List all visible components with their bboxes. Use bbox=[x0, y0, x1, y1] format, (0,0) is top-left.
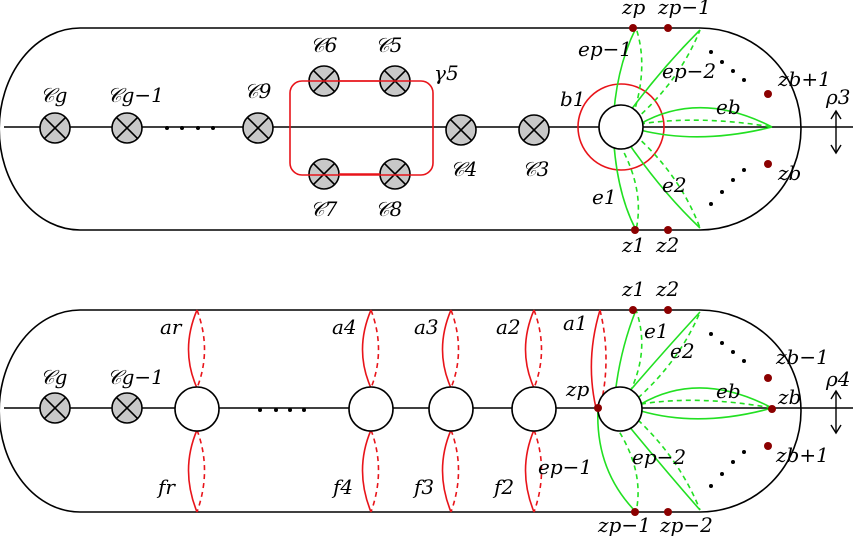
top-label-ep1: ep−1 bbox=[578, 37, 632, 61]
b1-curve bbox=[577, 83, 665, 171]
bottom-label-cg1: 𝒞g−1 bbox=[107, 365, 164, 389]
bottom-red-curves bbox=[187, 309, 607, 513]
top-label-c8: 𝒞8 bbox=[375, 197, 402, 221]
bottom-label-zbp1: zb+1 bbox=[775, 443, 829, 467]
top-label-c5: 𝒞5 bbox=[375, 33, 402, 57]
top-label-zp: zp bbox=[621, 0, 646, 19]
bottom-rho-arrow bbox=[830, 389, 842, 435]
top-label-zp1: zp−1 bbox=[657, 0, 711, 19]
bottom-hole-2 bbox=[511, 386, 557, 432]
bottom-label-ep2: ep−2 bbox=[632, 445, 686, 469]
top-label-c4: 𝒞4 bbox=[450, 157, 477, 181]
bottom-label-zp2: zp−2 bbox=[659, 513, 713, 537]
bottom-label-e1: e1 bbox=[644, 319, 669, 343]
bottom-label-zb1: zb−1 bbox=[775, 345, 829, 369]
top-ellipsis-dots bbox=[165, 126, 215, 130]
top-label-cg1: 𝒞g−1 bbox=[107, 83, 164, 107]
bottom-label-a1: a1 bbox=[563, 311, 588, 335]
top-label-e2: e2 bbox=[662, 173, 687, 197]
bottom-surface: 𝒞g 𝒞g−1 ar a4 a3 a2 a1 fr f4 f3 f2 zp e1… bbox=[0, 277, 853, 537]
gamma-curve bbox=[289, 80, 434, 176]
bottom-ellipsis-dots bbox=[258, 408, 306, 412]
bottom-label-ar: ar bbox=[160, 315, 183, 339]
bottom-hole-boundary bbox=[597, 386, 643, 432]
bottom-label-ep1: ep−1 bbox=[538, 455, 592, 479]
bottom-label-zb: zb bbox=[777, 385, 801, 409]
bottom-green-arcs bbox=[597, 309, 773, 513]
top-label-gamma: γ5 bbox=[434, 61, 459, 85]
bottom-crosscap-cg1 bbox=[111, 392, 143, 424]
bottom-label-zp: zp bbox=[565, 377, 590, 401]
bottom-marked-points bbox=[594, 306, 776, 516]
top-label-ep2: ep−2 bbox=[662, 59, 716, 83]
bottom-surface-outline bbox=[0, 309, 802, 513]
top-label-zb1: zb+1 bbox=[777, 67, 831, 91]
top-crosscap-c7 bbox=[308, 158, 340, 190]
bottom-label-a3: a3 bbox=[414, 315, 439, 339]
bottom-hole-r bbox=[174, 386, 220, 432]
bottom-label-eb: eb bbox=[716, 379, 741, 403]
top-label-c9: 𝒞9 bbox=[244, 79, 272, 103]
top-label-c7: 𝒞7 bbox=[310, 197, 338, 221]
bottom-label-fr: fr bbox=[156, 475, 176, 499]
top-crosscap-c9 bbox=[242, 112, 274, 144]
bottom-label-f2: f2 bbox=[492, 475, 514, 499]
top-right-dots bbox=[709, 50, 746, 206]
bottom-label-f3: f3 bbox=[412, 475, 434, 499]
bottom-label-z2: z2 bbox=[655, 277, 679, 301]
bottom-right-dots bbox=[709, 332, 746, 488]
top-label-b1: b1 bbox=[560, 87, 586, 111]
top-crosscap-c4 bbox=[445, 114, 477, 146]
bottom-label-e2: e2 bbox=[670, 339, 695, 363]
bottom-label-f4: f4 bbox=[331, 475, 353, 499]
top-label-z1: z1 bbox=[621, 233, 645, 257]
bottom-hole-3 bbox=[428, 386, 474, 432]
bottom-label-z1: z1 bbox=[621, 277, 645, 301]
top-crosscap-cg1 bbox=[111, 112, 143, 144]
top-label-zb: zb bbox=[777, 161, 801, 185]
top-label-c3: 𝒞3 bbox=[522, 157, 549, 181]
bottom-label-cg: 𝒞g bbox=[40, 365, 67, 389]
bottom-label-a2: a2 bbox=[496, 315, 521, 339]
top-label-c6: 𝒞6 bbox=[310, 33, 338, 57]
top-boundary-hole bbox=[598, 104, 644, 150]
bottom-label-a4: a4 bbox=[332, 315, 357, 339]
top-label-cg: 𝒞g bbox=[40, 83, 67, 107]
top-surface-outline bbox=[0, 27, 802, 231]
top-crosscap-c8 bbox=[379, 158, 411, 190]
top-surface: 𝒞g 𝒞g−1 𝒞9 𝒞6 𝒞5 𝒞7 𝒞8 𝒞4 𝒞3 γ5 b1 ep−1 … bbox=[0, 0, 853, 257]
top-label-e1: e1 bbox=[592, 185, 617, 209]
top-rho-arrow bbox=[830, 109, 842, 155]
top-crosscap-cg bbox=[39, 112, 71, 144]
bottom-hole-4 bbox=[348, 386, 394, 432]
top-label-eb: eb bbox=[716, 95, 741, 119]
top-label-z2: z2 bbox=[655, 233, 679, 257]
top-label-rho: ρ3 bbox=[825, 85, 850, 109]
top-marked-points bbox=[629, 24, 772, 234]
bottom-label-rho: ρ4 bbox=[825, 367, 850, 391]
bottom-label-zp1: zp−1 bbox=[597, 513, 651, 537]
bottom-crosscap-cg bbox=[39, 392, 71, 424]
top-crosscap-c3 bbox=[518, 114, 550, 146]
